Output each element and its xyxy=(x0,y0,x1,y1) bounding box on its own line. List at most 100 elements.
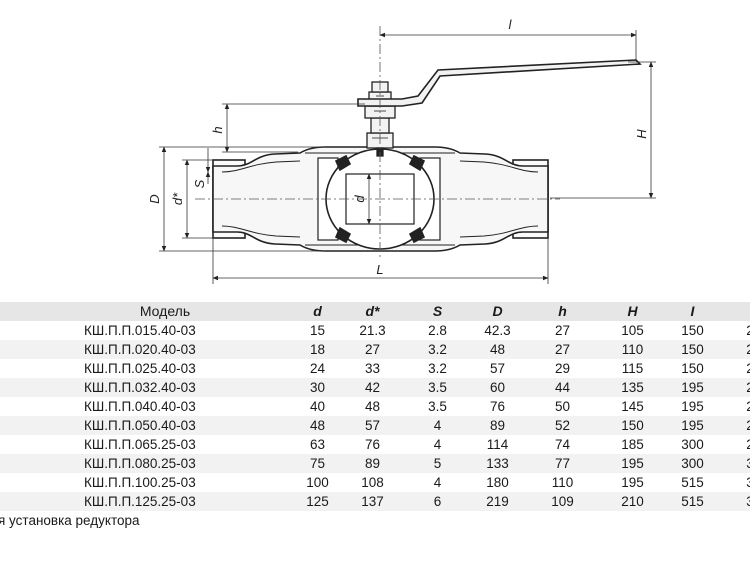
table-cell: 52 xyxy=(554,418,571,433)
table-cell: 150 xyxy=(681,361,704,376)
table-header-cell: H xyxy=(627,303,638,319)
table-cell: 27 xyxy=(554,323,571,338)
table-cell: КШ.П.П.032.40-03 xyxy=(84,380,196,395)
table-cell: 2 xyxy=(746,342,750,357)
table-cell: 44 xyxy=(554,380,571,395)
table-cell: 89 xyxy=(489,418,506,433)
table-cell: КШ.П.П.150.25-03 xyxy=(84,511,254,512)
table-cell: КШ.П.П.025.40-03 xyxy=(84,361,196,376)
table-cell: 40 xyxy=(309,399,326,414)
table-cell: 109 xyxy=(551,494,574,509)
table-cell: 48 xyxy=(364,399,381,414)
table-cell: 3.2 xyxy=(428,342,447,357)
table-cell: 515 xyxy=(681,494,704,509)
table-cell: 2 xyxy=(746,323,750,338)
table-cell: 27 xyxy=(554,342,571,357)
table-cell: 60 xyxy=(489,380,506,395)
table-cell: 195 xyxy=(681,380,704,395)
table-cell: 6 xyxy=(433,494,442,509)
table-cell: 2 xyxy=(746,380,750,395)
table-cell: 100 xyxy=(306,475,329,490)
table-cell: 50 xyxy=(554,399,571,414)
table-cell: 4 xyxy=(433,437,442,452)
table-cell: 3 xyxy=(746,494,750,509)
table-cell: 3 xyxy=(746,456,750,471)
dimension-lines xyxy=(159,30,656,284)
table-cell: 4 xyxy=(433,418,442,433)
table-cell: 18 xyxy=(309,342,326,357)
table-cell: 110 xyxy=(621,342,644,357)
table-cell: 133 xyxy=(486,456,509,471)
table-cell: 42.3 xyxy=(484,323,511,338)
table-cell: 77 xyxy=(554,456,571,471)
table-cell: 150 xyxy=(681,323,704,338)
table-cell: 135 xyxy=(621,380,644,395)
table-header-cell xyxy=(735,302,750,321)
table-cell: 76 xyxy=(364,437,381,452)
table-cell: КШ.П.П.040.40-03 xyxy=(84,399,196,414)
table-cell: 2.8 xyxy=(428,323,447,338)
table-cell: 185 xyxy=(621,437,644,452)
table-cell: 273 xyxy=(470,511,525,512)
table-cell: 57 xyxy=(489,361,506,376)
table-cell: 195 xyxy=(621,475,644,490)
table-cell: 24 xyxy=(309,361,326,376)
table-cell: 27 xyxy=(364,342,381,357)
table-cell: 2 xyxy=(746,399,750,414)
table-cell: КШ.П.П.050.40-03 xyxy=(84,418,196,433)
table-cell: 3 xyxy=(746,475,750,490)
table-cell: 300 xyxy=(681,437,704,452)
table-cell: 3 xyxy=(735,511,750,512)
table-cell: 76 xyxy=(489,399,506,414)
table-cell: 4 xyxy=(433,475,442,490)
table-cell: 48 xyxy=(489,342,506,357)
table-cell: 125 xyxy=(306,494,329,509)
table-header-cell: I xyxy=(690,303,695,319)
table-cell: КШ.П.П.100.25-03 xyxy=(84,475,196,490)
table-cell: 195 xyxy=(681,418,704,433)
label-length-overall: L xyxy=(376,262,383,277)
table-cell: 159 xyxy=(345,511,400,512)
table-cell: 150 xyxy=(681,342,704,357)
table-cell: 219 xyxy=(486,494,509,509)
table-header-cell: d* xyxy=(365,303,380,319)
table-cell: 63 xyxy=(309,437,326,452)
table-cell: 123 xyxy=(540,511,585,512)
table-cell: 210 xyxy=(621,494,644,509)
table-header-cell: d xyxy=(313,303,322,319)
dimension-labels: l H h D d* S d L xyxy=(147,17,649,277)
table-cell: 29 xyxy=(554,361,571,376)
table-cell: 2 xyxy=(746,361,750,376)
table-cell: 21.3 xyxy=(359,323,386,338)
table-cell: 57 xyxy=(364,418,381,433)
table-cell: 3.5 xyxy=(428,380,447,395)
label-handle-length: l xyxy=(509,17,513,32)
table-row: КШ.П.П.150.25-0314815962731232355153 xyxy=(0,511,750,512)
table-cell: КШ.П.П.065.25-03 xyxy=(84,437,196,452)
table-header-cell: D xyxy=(492,303,503,319)
table-cell: 5 xyxy=(433,456,442,471)
table-cell: 115 xyxy=(621,361,644,376)
table-cell: 145 xyxy=(621,399,644,414)
table-cell: 235 xyxy=(605,511,660,512)
table-cell: 515 xyxy=(665,511,720,512)
table-cell: 108 xyxy=(361,475,384,490)
table-cell: КШ.П.П.125.25-03 xyxy=(84,494,196,509)
table-cell: 3.2 xyxy=(428,361,447,376)
table-cell: 74 xyxy=(554,437,571,452)
table-header-cell: S xyxy=(432,303,443,319)
table-cell: 105 xyxy=(621,323,644,338)
table-cell: КШ.П.П.080.25-03 xyxy=(84,456,196,471)
table-cell: 30 xyxy=(309,380,326,395)
